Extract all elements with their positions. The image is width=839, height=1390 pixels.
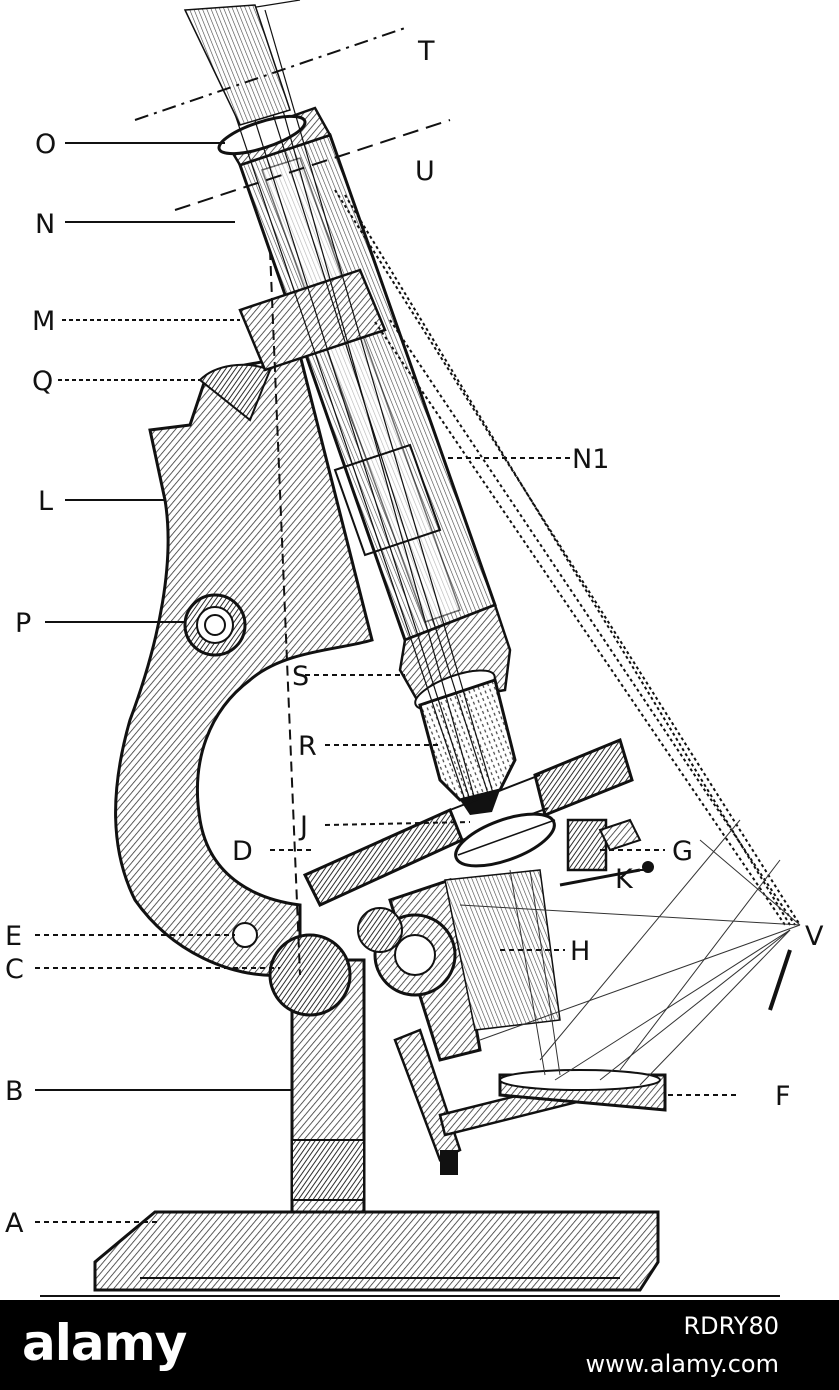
watermark-bar: alamy RDRY80 www.alamy.com [0, 1300, 839, 1390]
condenser [454, 812, 556, 868]
label-K: K [615, 864, 634, 895]
label-V: V [805, 921, 824, 952]
label-R: R [298, 731, 317, 762]
label-C: C [5, 954, 24, 985]
image-code: RDRY80 [683, 1312, 780, 1340]
label-N: N [35, 209, 55, 240]
base-foot [40, 1210, 780, 1297]
label-J: J [298, 811, 308, 842]
label-O: O [35, 129, 56, 160]
label-F: F [775, 1081, 791, 1112]
focal-reference-lines [134, 27, 451, 211]
label-N1: N1 [572, 444, 609, 475]
label-A: A [5, 1208, 24, 1239]
stage [302, 737, 634, 907]
label-H: H [570, 936, 590, 967]
objective-lens [418, 678, 517, 815]
label-B: B [5, 1076, 24, 1107]
condenser-screw [559, 818, 654, 887]
label-D: D [232, 836, 253, 867]
illumination-rays [459, 819, 801, 1086]
leader-lines [35, 142, 740, 1223]
inclination-joint [268, 933, 352, 1017]
ray-paths [199, 0, 496, 801]
label-S: S [292, 661, 309, 692]
eyepiece [217, 114, 307, 156]
label-L: L [38, 486, 53, 517]
brand-logo: alamy [22, 1314, 187, 1372]
label-U: U [415, 156, 435, 187]
label-T: T [417, 36, 435, 67]
substage-holder [357, 869, 561, 1062]
label-P: P [15, 608, 31, 639]
optical-axis [269, 249, 301, 976]
site-url: www.alamy.com [585, 1350, 779, 1378]
fine-adjustment-knob [183, 593, 247, 657]
arm-limb [114, 353, 374, 978]
virtual-image-rays [334, 189, 801, 926]
mirror [498, 1069, 667, 1112]
label-E: E [5, 921, 22, 952]
label-G: G [672, 836, 693, 867]
label-M: M [32, 306, 55, 337]
pivot-screw [232, 922, 258, 948]
label-Q: Q [32, 366, 53, 397]
microscope-diagram: T U O N M Q L N1 P S R J D G K E H V C B… [5, 0, 824, 1297]
emergent-light-bundle [183, 4, 291, 126]
